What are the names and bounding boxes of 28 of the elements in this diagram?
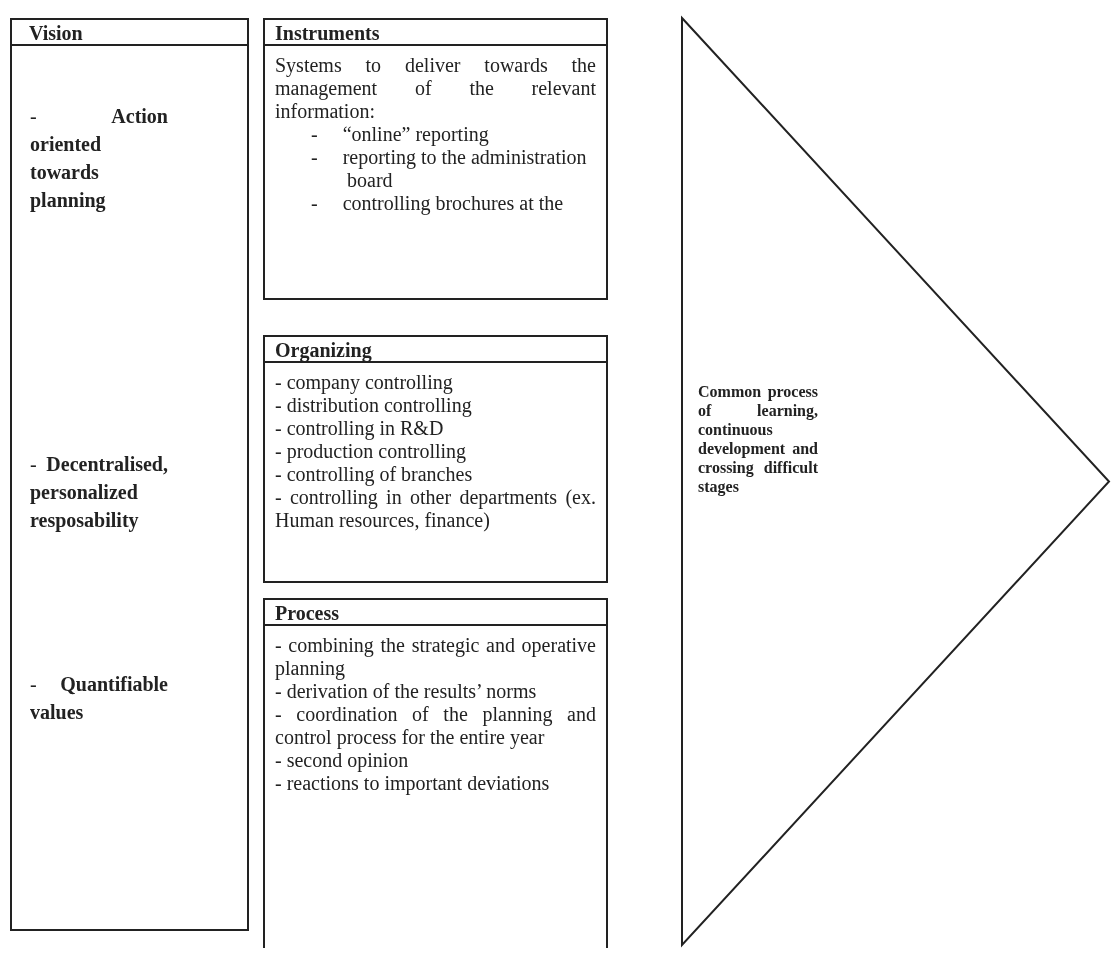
organizing-box [263,335,608,583]
box-heading: Instruments [275,22,380,44]
vision-panel [10,18,249,931]
chevron-triangle [681,18,1111,945]
column-heading: Vision [29,22,83,44]
vision-point: - Action oriented towards planning [30,104,168,214]
body-text: - coordination of the planning and control process for the entire year [274,703,597,749]
body-text: - reactions to important deviations [274,772,551,795]
body-text: Systems to deliver towards the management of the relevant information: [274,53,597,123]
triangle-text: Common process of learning, continuous development and crossing difficult stages [698,382,818,496]
body-text: - production controlling [274,440,468,463]
body-text: - distribution controlling [274,394,473,417]
body-text: - company controlling [274,370,454,394]
instruments-box [263,18,608,300]
list-item: - “online” reporting [310,123,490,146]
vision-point: - Decentralised, personalized resposability [30,452,168,534]
body-text: - derivation of the results’ norms [274,680,538,703]
box-heading: Organizing [275,339,372,361]
body-text: - controlling of branches [274,463,474,486]
body-text: - second opinion [274,749,410,772]
list-item: - reporting to the administration board [310,146,588,192]
list-item: - controlling brochures at the [310,192,565,215]
body-text: - controlling in R&D [274,417,445,440]
body-text: - combining the strategic and operative planning [274,633,597,680]
body-text: - controlling in other departments (ex. Human resources, finance) [274,486,597,532]
box-heading: Process [275,602,340,624]
vision-point: - Quantifiable values [30,672,168,725]
process-box [263,598,608,948]
